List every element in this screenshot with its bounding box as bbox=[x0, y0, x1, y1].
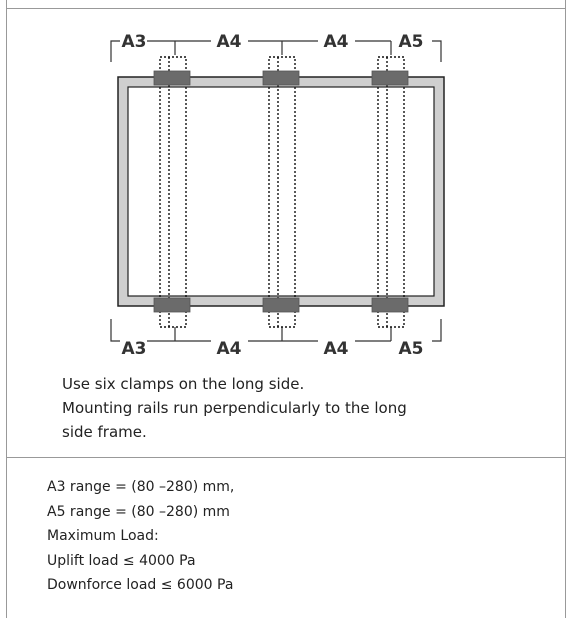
top-label-a4-right: A4 bbox=[324, 32, 349, 52]
top-label-a4-left: A4 bbox=[217, 32, 242, 52]
max-load-label: Maximum Load: bbox=[47, 528, 159, 544]
a3-range-text: A3 range = (80 –280) mm, bbox=[47, 479, 235, 495]
outer-frame-top bbox=[6, 0, 566, 8]
specs-panel: A3 range = (80 –280) mm, A5 range = (80 … bbox=[6, 457, 566, 618]
clamp-layout-diagram: A3 A4 A4 A5 A3 A4 A4 A5 bbox=[110, 32, 445, 359]
installation-description: Use six clamps on the long side. Mountin… bbox=[62, 372, 407, 444]
downforce-load-text: Downforce load ≤ 6000 Pa bbox=[47, 577, 234, 593]
clamp bbox=[153, 70, 191, 86]
clamp bbox=[153, 297, 191, 313]
bottom-label-a4-right: A4 bbox=[324, 339, 349, 359]
load-specs: A3 range = (80 –280) mm, A5 range = (80 … bbox=[47, 475, 234, 598]
top-label-a5: A5 bbox=[399, 32, 424, 52]
mounting-rails bbox=[159, 56, 405, 328]
top-dimension-line bbox=[110, 40, 442, 62]
clamp bbox=[262, 297, 300, 313]
description-line: Use six clamps on the long side. bbox=[62, 375, 305, 393]
mounting-rail bbox=[159, 56, 187, 328]
module-inner bbox=[127, 86, 435, 297]
description-line: side frame. bbox=[62, 423, 147, 441]
uplift-load-text: Uplift load ≤ 4000 Pa bbox=[47, 552, 196, 569]
bottom-label-a3: A3 bbox=[122, 339, 147, 359]
description-line: Mounting rails run perpendicularly to th… bbox=[62, 399, 407, 417]
mounting-rail bbox=[268, 56, 296, 328]
clamp bbox=[371, 297, 409, 313]
clamp bbox=[371, 70, 409, 86]
bottom-label-a4-left: A4 bbox=[217, 339, 242, 359]
top-label-a3: A3 bbox=[122, 32, 147, 52]
clamp bbox=[262, 70, 300, 86]
bottom-dimension-line bbox=[110, 319, 442, 342]
mounting-rail bbox=[377, 56, 405, 328]
a5-range-text: A5 range = (80 –280) mm bbox=[47, 503, 230, 520]
diagram-panel: A3 A4 A4 A5 A3 A4 A4 A5 Use six clamps o… bbox=[6, 8, 566, 457]
bottom-label-a5: A5 bbox=[399, 339, 424, 359]
clamps bbox=[153, 70, 409, 313]
